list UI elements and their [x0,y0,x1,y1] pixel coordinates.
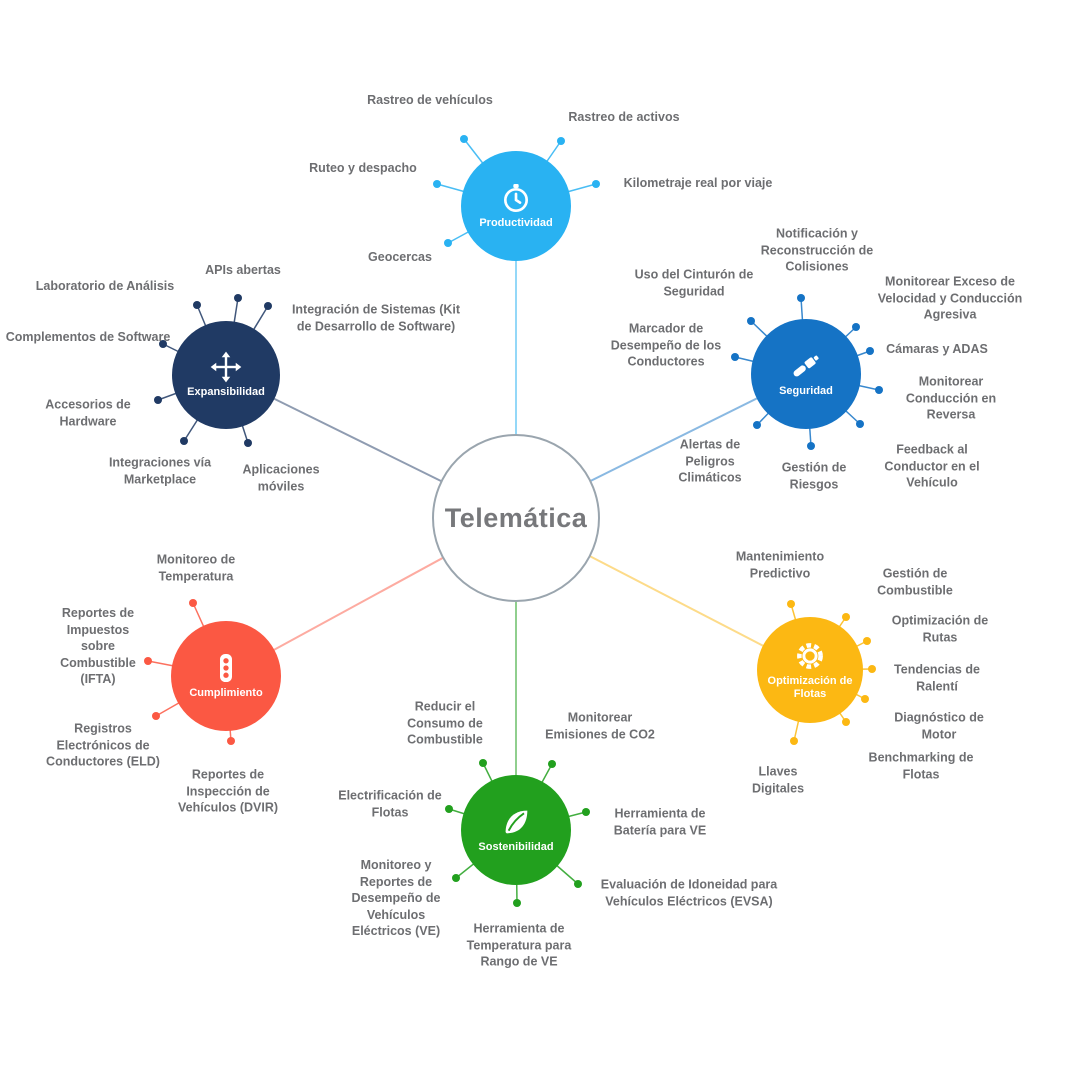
spoke-label-expansibilidad-1: APIs abertas [205,262,281,277]
spoke-dot [753,421,761,429]
spoke-label-sostenibilidad-1: Reducir el Consumo de Combustible [407,699,483,747]
spoke-label-sostenibilidad-5: Herramienta de Temperatura para Rango de… [466,921,572,969]
hub-label-sostenibilidad: Sostenibilidad [478,841,554,854]
spoke-dot [144,657,152,665]
spoke-dot [856,420,864,428]
center-node-label: Telemática [444,502,588,533]
spoke-dot [875,386,883,394]
spoke-label-sostenibilidad-7: Electrificación de Flotas [338,788,442,820]
spoke-dot [548,760,556,768]
hub-label-productividad: Productividad [479,217,553,230]
spoke-label-optimizacion-de-flotas-6: Benchmarking de Flotas [868,750,974,782]
spoke-label-expansibilidad-2: Laboratorio de Análisis [35,278,175,293]
spoke-label-sostenibilidad-3: Herramienta de Batería para VE [613,806,707,838]
hub-label-expansibilidad: Expansibilidad [187,386,265,399]
spoke-label-productividad-4: Ruteo y despacho [309,160,417,175]
spoke-dot [747,317,755,325]
spoke-label-productividad-3: Kilometraje real por viaje [623,175,773,190]
spoke-dot [445,805,453,813]
spoke-label-seguridad-7: Alertas de Peligros Climáticos [678,437,742,485]
spoke-label-seguridad-2: Monitorear Exceso de Velocidad y Conducc… [877,274,1023,322]
seatbelt-icon [790,350,822,382]
spoke-label-optimizacion-de-flotas-1: Mantenimiento Predictivo [735,549,825,581]
spoke-dot [790,737,798,745]
spoke-label-expansibilidad-7: Integración de Sistemas (Kit de Desarrol… [291,302,461,334]
spoke-dot [574,880,582,888]
spoke-label-seguridad-3: Cámaras y ADAS [886,341,988,356]
spoke-label-sostenibilidad-2: Monitorear Emisiones de CO2 [545,710,655,742]
spoke-dot [159,340,167,348]
spoke-dot [227,737,235,745]
spoke-label-cumplimiento-3: Registros Electrónicos de Conductores (E… [46,721,160,769]
spoke-dot [557,137,565,145]
spoke-dot [193,301,201,309]
spoke-dot [582,808,590,816]
spoke-label-cumplimiento-1: Monitoreo de Temperatura [156,552,236,584]
traffic-light-icon [210,652,242,684]
spoke-label-expansibilidad-3: Complementos de Software [5,329,171,344]
hub-seguridad: Seguridad [751,319,861,429]
spoke-dot [852,323,860,331]
spoke-dot [244,439,252,447]
hub-cumplimiento: Cumplimiento [171,621,281,731]
spoke-label-productividad-1: Rastreo de vehículos [367,92,493,107]
spoke-dot [797,294,805,302]
spoke-dot [180,437,188,445]
leaf-icon [500,806,532,838]
spoke-label-seguridad-9: Uso del Cinturón de Seguridad [634,267,754,299]
spoke-label-productividad-5: Geocercas [368,249,432,264]
spoke-label-seguridad-6: Gestión de Riesgos [781,460,847,492]
spoke-dot [592,180,600,188]
hub-label-optimizacion-de-flotas: Optimización de Flotas [767,674,853,700]
spoke-label-optimizacion-de-flotas-4: Tendencias de Ralentí [894,662,980,694]
gear-icon [794,640,826,672]
hub-productividad: Productividad [461,151,571,261]
spoke-dot [433,180,441,188]
hub-sostenibilidad: Sostenibilidad [461,775,571,885]
spoke-label-cumplimiento-4: Reportes de Inspección de Vehículos (DVI… [177,767,279,815]
spoke-dot [234,294,242,302]
spoke-dot [731,353,739,361]
spoke-dot [842,613,850,621]
hub-label-cumplimiento: Cumplimiento [189,687,263,700]
stopwatch-icon [500,182,532,214]
spoke-dot [460,135,468,143]
spoke-label-sostenibilidad-6: Monitoreo y Reportes de Desempeño de Veh… [351,857,441,938]
spoke-dot [842,718,850,726]
spoke-label-optimizacion-de-flotas-7: Llaves Digitales [751,764,805,796]
spoke-label-optimizacion-de-flotas-3: Optimización de Rutas [891,613,989,645]
spoke-dot [154,396,162,404]
spoke-label-seguridad-8: Marcador de Desempeño de los Conductores [610,321,722,369]
spoke-dot [868,665,876,673]
spoke-label-seguridad-4: Monitorear Conducción en Reversa [905,374,997,422]
spoke-dot [452,874,460,882]
center-node: Telemática [432,434,600,602]
expand-arrows-icon [210,351,242,383]
spoke-label-seguridad-1: Notificación y Reconstrucción de Colisio… [760,226,874,274]
spoke-dot [787,600,795,608]
spoke-dot [152,712,160,720]
spoke-label-optimizacion-de-flotas-5: Diagnóstico de Motor [894,710,984,742]
spoke-dot [444,239,452,247]
spoke-label-optimizacion-de-flotas-2: Gestión de Combustible [877,566,953,598]
spoke-dot [264,302,272,310]
spoke-dot [866,347,874,355]
spoke-label-sostenibilidad-4: Evaluación de Idoneidad para Vehículos E… [600,877,778,909]
hub-expansibilidad: Expansibilidad [172,321,280,429]
spoke-label-cumplimiento-2: Reportes de Impuestos sobre Combustible … [60,605,136,686]
hub-label-seguridad: Seguridad [779,385,833,398]
spoke-label-expansibilidad-5: Integraciones vía Marketplace [108,455,212,487]
spoke-dot [863,637,871,645]
spoke-label-expansibilidad-6: Aplicaciones móviles [242,462,320,494]
spoke-label-seguridad-5: Feedback al Conductor en el Vehículo [884,442,980,490]
spoke-dot [513,899,521,907]
hub-optimizacion-de-flotas: Optimización de Flotas [757,617,863,723]
spoke-dot [807,442,815,450]
spoke-dot [861,695,869,703]
spoke-dot [189,599,197,607]
spoke-dot [479,759,487,767]
spoke-label-expansibilidad-4: Accesorios de Hardware [45,397,131,429]
spoke-label-productividad-2: Rastreo de activos [568,109,680,124]
